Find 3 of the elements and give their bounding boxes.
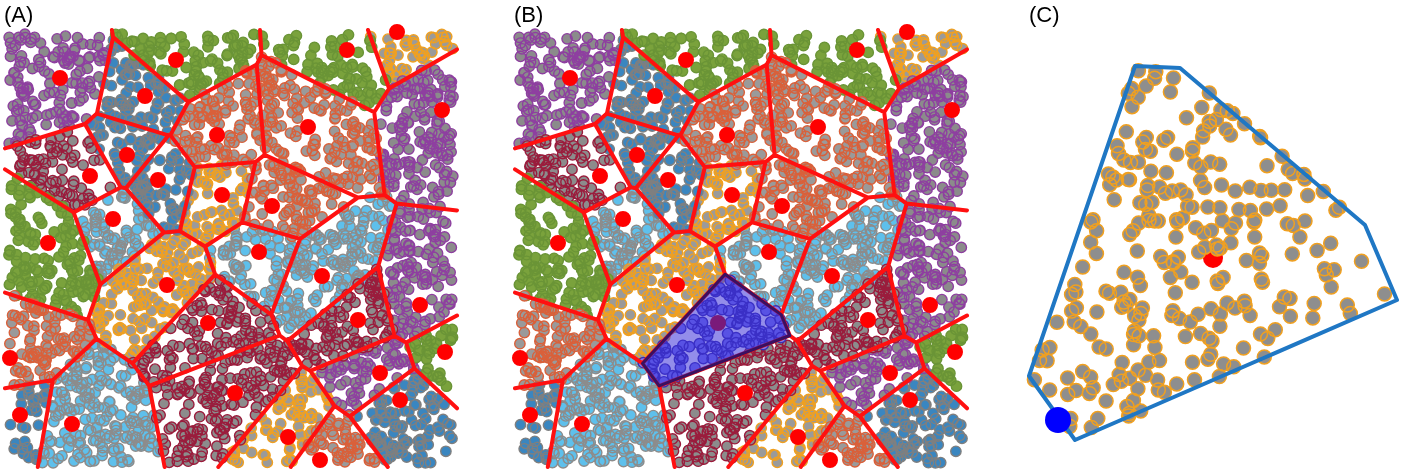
panel-label: (B) bbox=[514, 3, 544, 27]
panel-label: (A) bbox=[4, 3, 34, 27]
panel-label: (C) bbox=[1029, 3, 1060, 27]
